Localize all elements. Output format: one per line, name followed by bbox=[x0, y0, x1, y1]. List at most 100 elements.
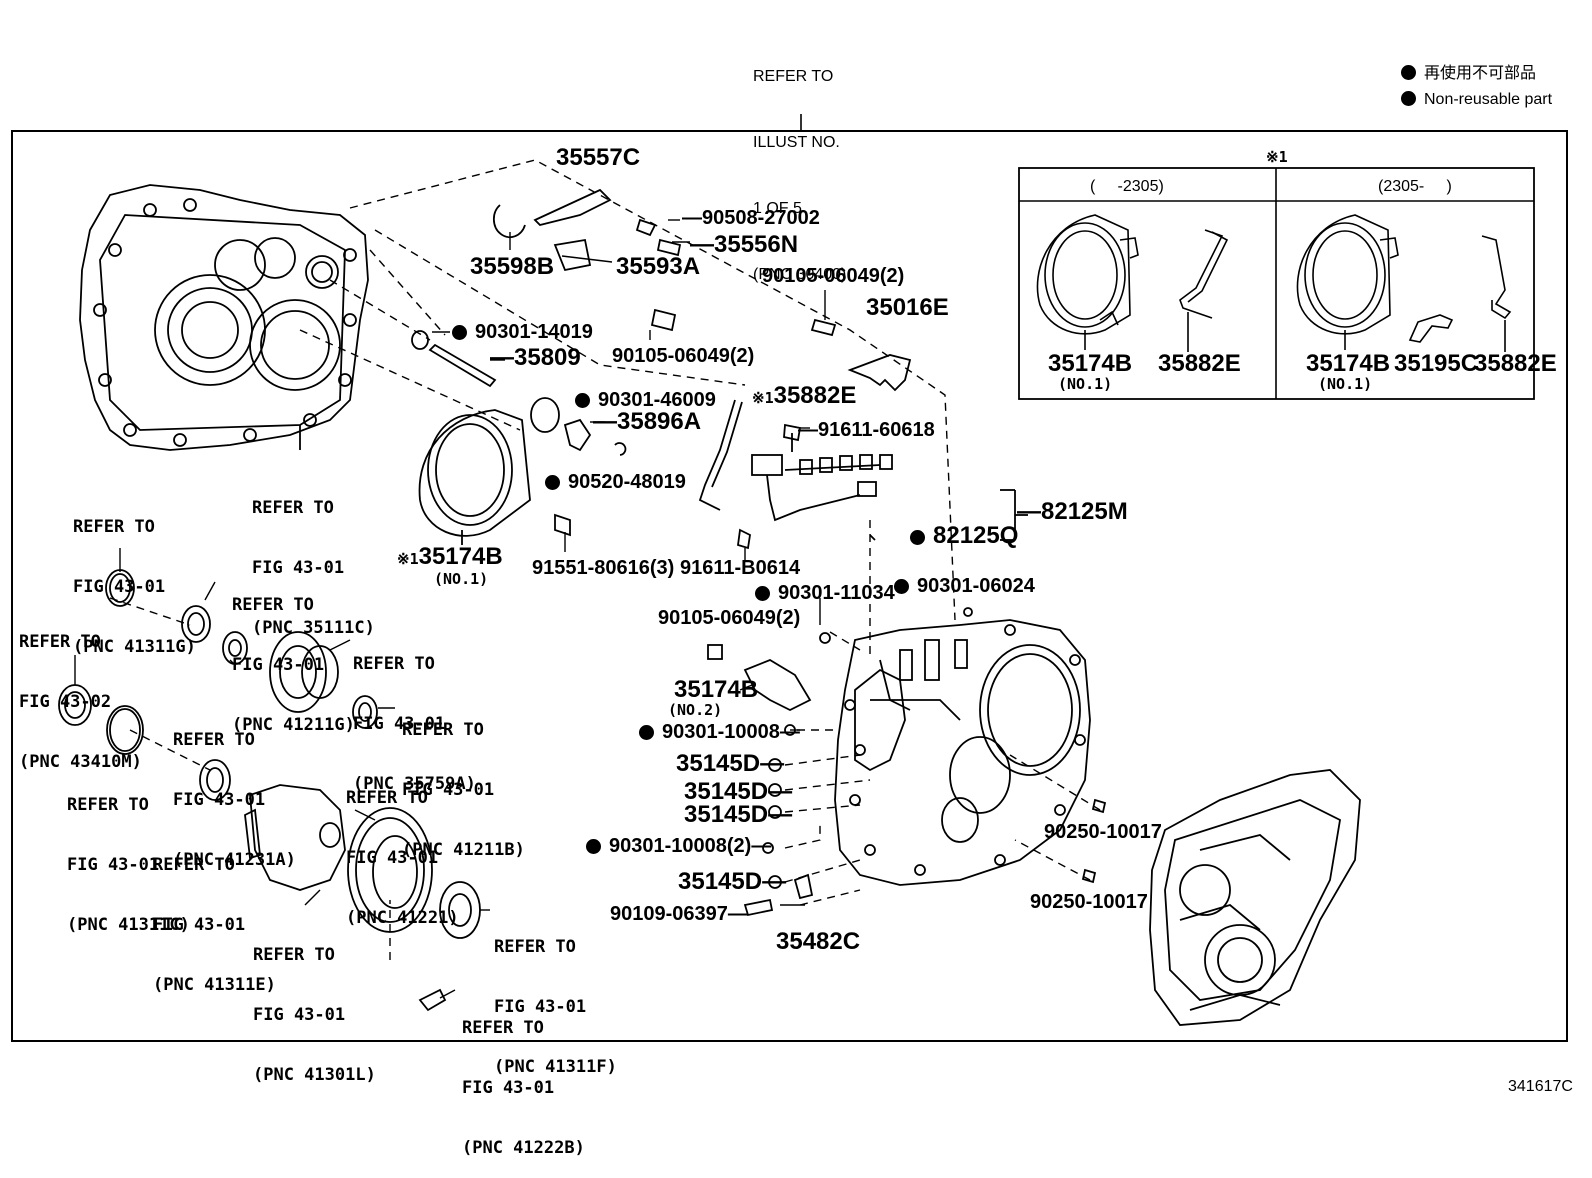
ref-41311G-line-1: REFER TO bbox=[73, 517, 155, 537]
part-label-90301-11034: 90301-11034 bbox=[755, 583, 895, 603]
ref-41311G-line-2: FIG 43-01 bbox=[73, 577, 166, 597]
inset-right-clip-art bbox=[1408, 235, 1512, 352]
legend-english-text: Non-reusable part bbox=[1424, 91, 1553, 108]
inset-left-pipe-art bbox=[1179, 229, 1229, 352]
ref-41231A-line-1: REFER TO bbox=[173, 730, 255, 750]
header-refer-line-3: 1 OF 5 bbox=[753, 200, 802, 217]
non-reusable-dot-icon bbox=[755, 586, 770, 601]
non-reusable-dot-icon bbox=[910, 530, 925, 545]
inset-right-part-35882E: 35882E bbox=[1474, 350, 1557, 377]
part-text-35556N: 35556N bbox=[714, 231, 799, 258]
ref-41231A: REFER TO FIG 43-01 (PNC 41231A) bbox=[173, 690, 296, 890]
ref-41311G: REFER TO FIG 43-01 (PNC 41311G) bbox=[73, 477, 196, 677]
part-label-35145D-2: 35145D— bbox=[684, 778, 793, 805]
part-label-35145D-4: 35145D— bbox=[678, 868, 787, 895]
ref-41311F-line-2: FIG 43-01 bbox=[494, 997, 587, 1017]
part-label-90250-10017-b: 90250-10017 bbox=[1030, 891, 1148, 913]
part-label-91611-60618: —91611-60618 bbox=[798, 419, 935, 441]
legend-english: Non-reusable part bbox=[1401, 91, 1552, 108]
part-label-35145D-3: 35145D— bbox=[684, 801, 793, 828]
small-parts-left bbox=[58, 569, 378, 801]
part-text-82125M: 82125M bbox=[1041, 498, 1128, 525]
ref-41311E: REFER TO FIG 43-01 (PNC 41311E) bbox=[153, 815, 276, 1015]
non-reusable-dot-icon bbox=[586, 839, 601, 854]
part-label-90250-10017-a: 90250-10017 bbox=[1044, 821, 1162, 843]
part-text-90301-10008-2: 90301-10008(2) bbox=[609, 835, 752, 857]
leader-lines bbox=[74, 219, 826, 999]
part-label-35882E: ※135882E bbox=[752, 384, 856, 408]
part-text-90508-27002: 90508-27002 bbox=[702, 207, 820, 229]
part-text-35174B: 35174B bbox=[418, 543, 503, 570]
ref-43410M-line-2: FIG 43-02 bbox=[19, 692, 112, 712]
inset-left-ring-art bbox=[1036, 214, 1139, 350]
ref-41311E-line-3: (PNC 41311E) bbox=[153, 975, 276, 995]
transaxle-assembly-art bbox=[1149, 769, 1361, 1026]
ref-41222B: REFER TO FIG 43-01 (PNC 41222B) bbox=[462, 978, 585, 1178]
part-text-90301-11034: 90301-11034 bbox=[778, 582, 895, 604]
part-mark-1: ※1 bbox=[752, 389, 774, 407]
non-reusable-dot-icon bbox=[452, 325, 467, 340]
ref-41301L-line-1: REFER TO bbox=[253, 945, 335, 965]
inset-left-part-35882E: 35882E bbox=[1158, 350, 1241, 377]
header-refer-line-1: REFER TO bbox=[753, 68, 834, 85]
part-text-91611-60618: 91611-60618 bbox=[818, 419, 935, 441]
ref-35759A-line-2: FIG 43-01 bbox=[353, 714, 446, 734]
part-text-90109-06397: 90109-06397 bbox=[610, 903, 728, 925]
non-reusable-dot-icon bbox=[545, 475, 560, 490]
small-items-center bbox=[411, 188, 837, 537]
ref-35759A-line-1: REFER TO bbox=[353, 654, 435, 674]
part-label-35174B: ※135174B bbox=[397, 545, 503, 569]
ref-41311C-line-2: FIG 43-01 bbox=[67, 855, 160, 875]
part-text-35896A: 35896A bbox=[617, 408, 702, 435]
part-text-35145D-2: 35145D bbox=[684, 778, 769, 805]
ref-41221-line-2: FIG 43-01 bbox=[346, 848, 439, 868]
part-text-82125Q: 82125Q bbox=[933, 522, 1019, 549]
ref-35111C-line-1: REFER TO bbox=[252, 498, 334, 518]
wire-harness-art bbox=[698, 399, 1028, 550]
part-label-82125Q: 82125Q bbox=[910, 524, 1018, 548]
part-text-90301-10008: 90301-10008 bbox=[662, 721, 780, 743]
inset-right-part-35195C: 35195C bbox=[1394, 350, 1479, 377]
ref-41311E-line-2: FIG 43-01 bbox=[153, 915, 246, 935]
non-reusable-dot-icon bbox=[1401, 91, 1416, 106]
ref-35759A-line-3: (PNC 35759A) bbox=[353, 774, 476, 794]
ref-43410M-line-1: REFER TO bbox=[19, 632, 101, 652]
ref-41311C-line-1: REFER TO bbox=[67, 795, 149, 815]
part-label-35598B: 35598B bbox=[470, 253, 555, 280]
header-refer-line-4: (PNC 30400) bbox=[753, 266, 847, 283]
header-refer-line-2: ILLUST NO. bbox=[753, 134, 840, 151]
inset-right-part-35174B: 35174B bbox=[1306, 350, 1391, 377]
part-label-35593A: 35593A bbox=[616, 253, 701, 280]
part-text-90301-46009: 90301-46009 bbox=[598, 389, 716, 411]
ref-41211B-line-2: FIG 43-01 bbox=[402, 780, 495, 800]
illustration-code: 341617C bbox=[1508, 1078, 1573, 1095]
part-label-91551-80616: 91551-80616(3) bbox=[532, 557, 675, 579]
transaxle-housing-left-art bbox=[79, 184, 369, 451]
part-label-90301-14019: 90301-14019 bbox=[452, 322, 593, 342]
part-label-35809: —35809 bbox=[490, 344, 581, 371]
ref-41301L-line-3: (PNC 41301L) bbox=[253, 1065, 376, 1085]
part-label-35174B-no2-sub: (NO.2) bbox=[668, 701, 723, 719]
part-label-35016E: 35016E bbox=[866, 294, 949, 321]
part-label-82125M: —82125M bbox=[1017, 498, 1128, 525]
ref-41221: REFER TO FIG 43-01 (PNC 41221) bbox=[346, 748, 459, 948]
differential-art bbox=[244, 784, 481, 1012]
ref-41311C-line-3: (PNC 41311C) bbox=[67, 915, 190, 935]
ref-41211G: REFER TO FIG 43-01 (PNC 41211G) bbox=[232, 555, 355, 755]
ref-41221-line-3: (PNC 41221) bbox=[346, 908, 459, 928]
parts-diagram-art bbox=[11, 114, 1568, 1042]
inset-mark: ※1 bbox=[1266, 148, 1288, 166]
ref-41311F-line-1: REFER TO bbox=[494, 937, 576, 957]
ref-41211G-line-1: REFER TO bbox=[232, 595, 314, 615]
inset-right-part-no1: (NO.1) bbox=[1318, 375, 1373, 393]
part-text-90301-14019: 90301-14019 bbox=[475, 321, 593, 343]
part-text-90520-48019: 90520-48019 bbox=[568, 471, 686, 493]
ref-41222B-line-2: FIG 43-01 bbox=[462, 1078, 555, 1098]
part-label-35482C: 35482C bbox=[776, 928, 861, 955]
non-reusable-dot-icon bbox=[894, 579, 909, 594]
ref-41211G-line-3: (PNC 41211G) bbox=[232, 715, 355, 735]
header-refer-illust: REFER TO ILLUST NO. 1 OF 5 (PNC 30400) bbox=[753, 22, 846, 308]
ref-41211G-line-2: FIG 43-01 bbox=[232, 655, 325, 675]
ref-41211B-line-1: REFER TO bbox=[402, 720, 484, 740]
ref-41211B-line-3: (PNC 41211B) bbox=[402, 840, 525, 860]
